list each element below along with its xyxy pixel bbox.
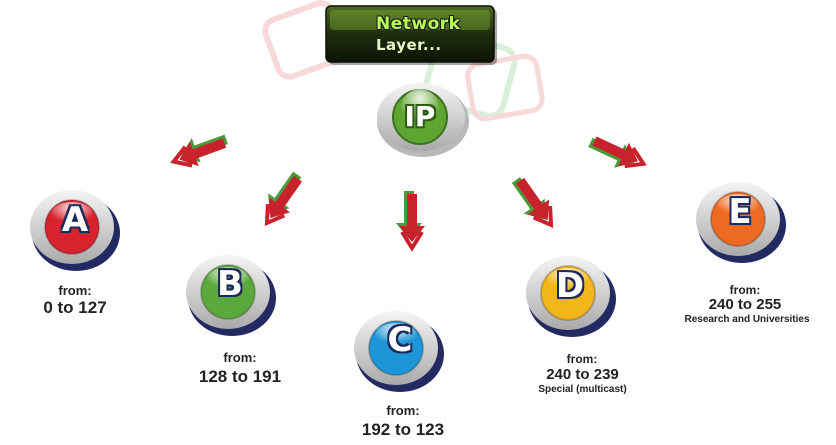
ip-label: IP bbox=[404, 100, 436, 133]
title-block: Network Layer... bbox=[326, 6, 499, 63]
class-c-from: from: bbox=[386, 403, 420, 418]
class-e-letter: E bbox=[728, 192, 752, 232]
class-e-note: Research and Universities bbox=[684, 314, 810, 325]
class-d-node bbox=[526, 256, 616, 337]
arrow-to-class-d bbox=[511, 177, 554, 229]
class-c-node bbox=[354, 311, 444, 392]
class-a-letter: A bbox=[61, 200, 89, 240]
arrow-to-class-a bbox=[170, 134, 228, 168]
class-b-range: 128 to 191 bbox=[198, 367, 282, 386]
class-b-node bbox=[186, 255, 276, 336]
class-d-range: 240 to 239 bbox=[546, 366, 619, 383]
ip-node bbox=[377, 83, 469, 157]
class-a-range: 0 to 127 bbox=[43, 298, 107, 317]
class-e-node bbox=[696, 182, 786, 263]
class-d-letter: D bbox=[555, 266, 585, 306]
class-c-range: 192 to 123 bbox=[361, 420, 445, 439]
class-d-note: Special (multicast) bbox=[538, 384, 627, 395]
arrow-to-class-c bbox=[396, 191, 425, 252]
arrow-to-class-b bbox=[264, 171, 303, 227]
title-line-2: Layer... bbox=[376, 36, 442, 54]
arrow-to-class-e bbox=[588, 136, 647, 169]
class-a-node bbox=[30, 190, 120, 271]
class-e-from: from: bbox=[729, 283, 761, 297]
title-badge bbox=[325, 5, 497, 65]
class-e-range: 240 to 255 bbox=[708, 296, 782, 313]
class-b-from: from: bbox=[223, 350, 257, 365]
class-c-letter: C bbox=[387, 320, 413, 360]
class-d-from: from: bbox=[566, 352, 598, 366]
class-b-letter: B bbox=[217, 264, 243, 304]
class-a-from: from: bbox=[58, 283, 92, 298]
title-line-1: Network bbox=[376, 14, 461, 34]
